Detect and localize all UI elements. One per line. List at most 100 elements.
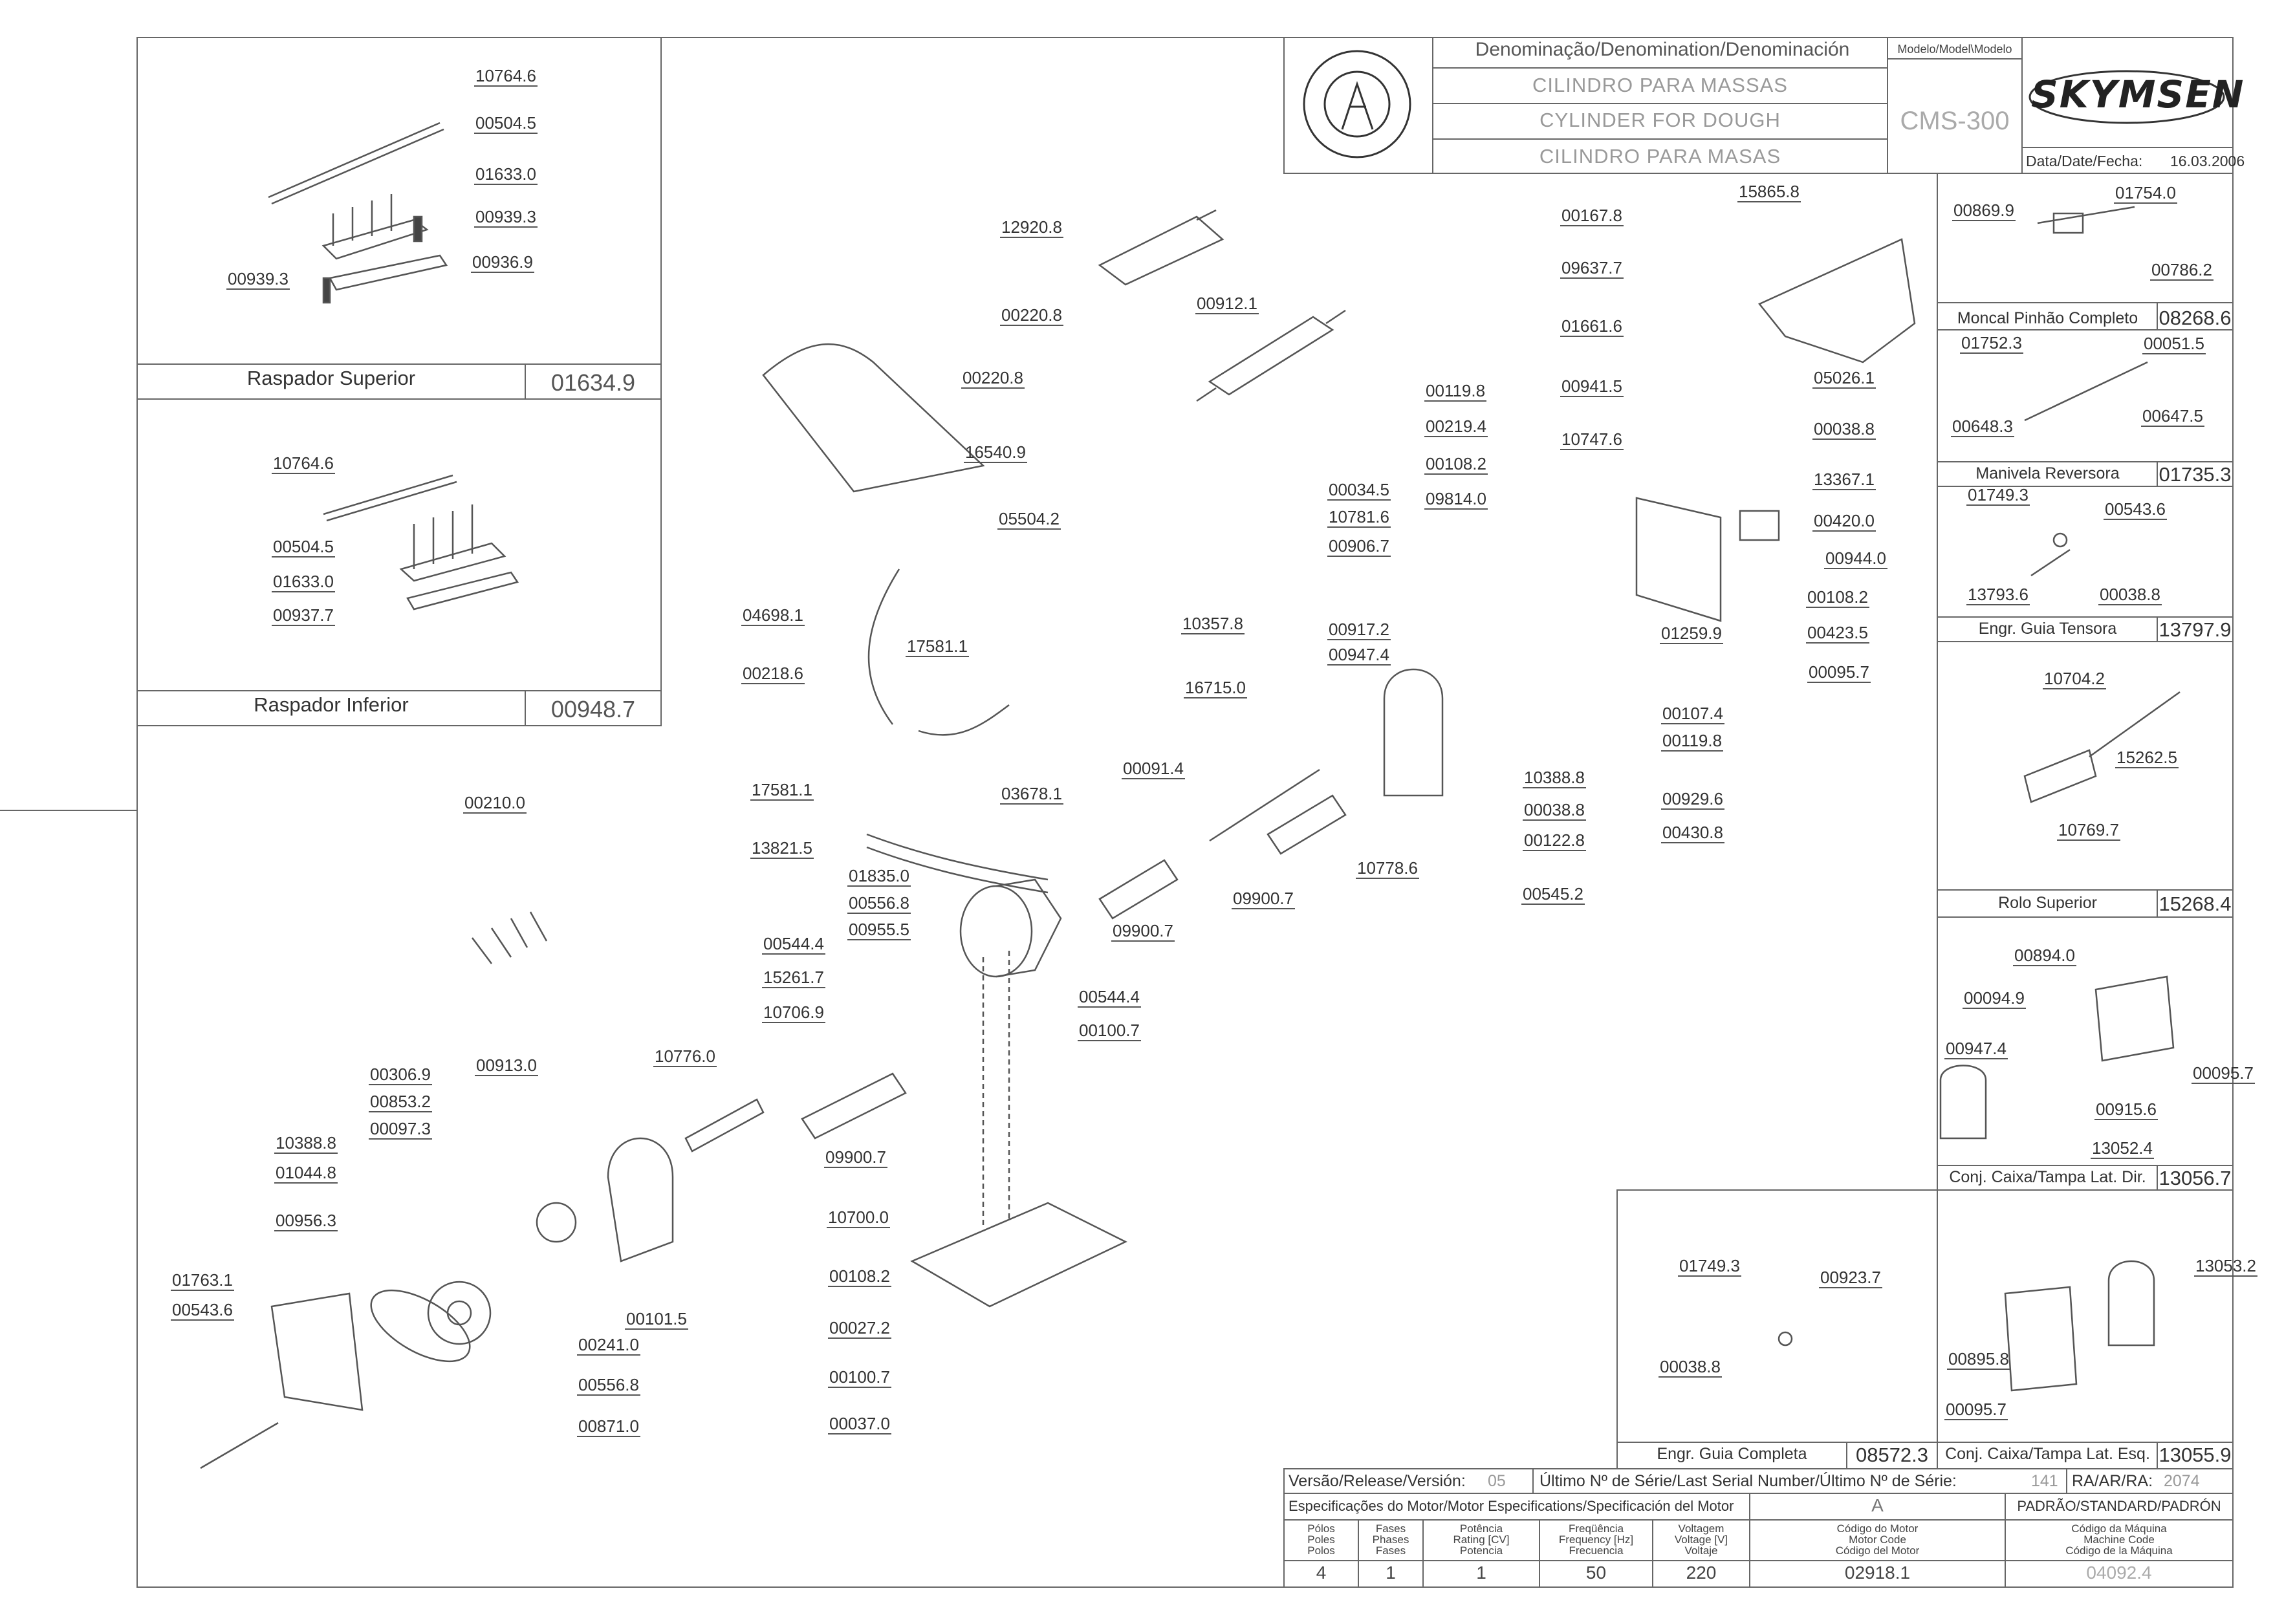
- val-poles: 4: [1316, 1563, 1327, 1583]
- part-number-00218-6: 00218.6: [741, 664, 805, 684]
- part-number-00038-8: 00038.8: [2098, 585, 2162, 605]
- part-number-01633-0: 01633.0: [272, 572, 335, 592]
- panel-code-engr-guia-tensora: 13797.9: [2159, 618, 2232, 641]
- part-number-00101-5: 00101.5: [625, 1309, 688, 1330]
- part-number-00119-8: 00119.8: [1424, 381, 1487, 402]
- panel-title-manivela: Manivela Reversora: [1975, 464, 2120, 482]
- val-phases: 1: [1386, 1563, 1396, 1583]
- val-freq: 50: [1585, 1563, 1607, 1583]
- part-number-01749-3: 01749.3: [1678, 1256, 1741, 1277]
- part-number-00929-6: 00929.6: [1661, 789, 1724, 810]
- part-number-01749-3: 01749.3: [1966, 485, 2030, 506]
- part-number-10747-6: 10747.6: [1560, 429, 1624, 450]
- panel-title-caixa-dir: Conj. Caixa/Tampa Lat. Dir.: [1949, 1168, 2146, 1186]
- part-number-13052-4: 13052.4: [2091, 1138, 2154, 1159]
- part-number-00095-7: 00095.7: [1944, 1400, 2008, 1420]
- panel-code-caixa-dir: 13056.7: [2159, 1167, 2232, 1189]
- panel-code-moncal: 08268.6: [2159, 307, 2232, 329]
- part-number-00034-5: 00034.5: [1327, 480, 1391, 501]
- part-number-09900-7: 09900.7: [1232, 889, 1295, 909]
- part-number-00906-7: 00906.7: [1327, 536, 1391, 557]
- part-number-00544-4: 00544.4: [1078, 987, 1141, 1008]
- panel-title-rolo-superior: Rolo Superior: [1998, 894, 2097, 912]
- panel-title-engr-guia-tensora: Engr. Guia Tensora: [1978, 620, 2117, 638]
- part-number-13793-6: 13793.6: [1966, 585, 2030, 605]
- part-number-10781-6: 10781.6: [1327, 507, 1391, 528]
- part-number-01763-1: 01763.1: [171, 1270, 234, 1291]
- part-number-13367-1: 13367.1: [1812, 470, 1876, 490]
- part-number-00912-1: 00912.1: [1195, 294, 1259, 314]
- panel-code-engr-guia-completa: 08572.3: [1855, 1444, 1929, 1466]
- part-number-01633-0: 01633.0: [474, 164, 538, 185]
- part-number-00122-8: 00122.8: [1523, 830, 1586, 851]
- part-number-00107-4: 00107.4: [1661, 704, 1724, 724]
- name-es: CILINDRO PARA MASAS: [1539, 145, 1781, 168]
- part-number-00220-8: 00220.8: [1000, 305, 1063, 326]
- part-number-00423-5: 00423.5: [1806, 623, 1869, 644]
- brand-logo: SKYMSEN: [2031, 72, 2245, 116]
- part-number-00869-9: 00869.9: [1952, 200, 2016, 221]
- left-inset-frame: [136, 37, 662, 726]
- part-number-00648-3: 00648.3: [1951, 417, 2014, 437]
- part-number-10388-8: 10388.8: [1523, 768, 1586, 788]
- part-number-01661-6: 01661.6: [1560, 316, 1624, 337]
- part-number-00051-5: 00051.5: [2142, 334, 2206, 354]
- part-number-09900-7: 09900.7: [824, 1147, 887, 1168]
- part-number-00956-3: 00956.3: [274, 1211, 338, 1231]
- part-number-00108-2: 00108.2: [828, 1266, 891, 1287]
- part-number-01259-9: 01259.9: [1660, 623, 1723, 644]
- part-number-09637-7: 09637.7: [1560, 258, 1624, 279]
- part-number-00941-5: 00941.5: [1560, 376, 1624, 397]
- part-number-01752-3: 01752.3: [1960, 333, 2023, 354]
- part-number-15865-8: 15865.8: [1737, 182, 1801, 202]
- part-number-00947-4: 00947.4: [1944, 1039, 2008, 1059]
- part-number-00108-2: 00108.2: [1806, 587, 1869, 608]
- version-value: 05: [1488, 1472, 1506, 1490]
- part-number-00420-0: 00420.0: [1812, 511, 1876, 532]
- motor-spec-label: Especificações do Motor/Motor Especifica…: [1289, 1498, 1734, 1514]
- name-pt: CILINDRO PARA MASSAS: [1532, 74, 1788, 96]
- part-number-00095-7: 00095.7: [2192, 1063, 2255, 1084]
- panel-title-moncal: Moncal Pinhão Completo: [1957, 309, 2138, 327]
- val-machine-code: 04092.4: [2086, 1563, 2152, 1583]
- part-number-00119-8: 00119.8: [1661, 731, 1724, 752]
- model-code: CMS-300: [1900, 107, 2010, 135]
- part-number-00937-7: 00937.7: [272, 605, 335, 626]
- part-number-00955-5: 00955.5: [847, 920, 911, 940]
- drawing-frame: [136, 37, 2234, 1588]
- panel-title-caixa-esq: Conj. Caixa/Tampa Lat. Esq.: [1945, 1445, 2150, 1463]
- part-number-16540-9: 16540.9: [964, 442, 1027, 463]
- part-number-05504-2: 05504.2: [997, 509, 1061, 530]
- part-number-00944-0: 00944.0: [1824, 548, 1887, 569]
- standard-label: PADRÃO/STANDARD/PADRÓN: [2017, 1498, 2221, 1514]
- part-number-00894-0: 00894.0: [2013, 946, 2076, 966]
- part-number-00095-7: 00095.7: [1807, 662, 1871, 683]
- name-en: CYLINDER FOR DOUGH: [1539, 109, 1781, 131]
- title-block-frame: [1283, 37, 2234, 174]
- part-number-00219-4: 00219.4: [1424, 417, 1488, 437]
- part-number-00430-8: 00430.8: [1661, 823, 1724, 843]
- part-number-00647-5: 00647.5: [2141, 406, 2204, 427]
- part-number-00939-3: 00939.3: [474, 207, 538, 228]
- part-number-00913-0: 00913.0: [475, 1056, 538, 1076]
- part-number-00923-7: 00923.7: [1819, 1268, 1882, 1288]
- part-number-00241-0: 00241.0: [577, 1335, 640, 1356]
- part-number-13053-2: 13053.2: [2194, 1256, 2257, 1277]
- part-number-00306-9: 00306.9: [369, 1065, 432, 1085]
- part-number-00556-8: 00556.8: [847, 893, 911, 914]
- part-number-09900-7: 09900.7: [1111, 921, 1175, 942]
- part-number-00543-6: 00543.6: [2104, 499, 2167, 520]
- part-number-00097-3: 00097.3: [369, 1119, 432, 1140]
- part-number-00871-0: 00871.0: [577, 1416, 640, 1437]
- part-number-00915-6: 00915.6: [2094, 1099, 2158, 1120]
- part-number-00027-2: 00027.2: [828, 1318, 891, 1339]
- part-number-00504-5: 00504.5: [474, 113, 538, 134]
- part-number-16715-0: 16715.0: [1184, 678, 1247, 698]
- date-label: Data/Date/Fecha:: [2026, 153, 2143, 169]
